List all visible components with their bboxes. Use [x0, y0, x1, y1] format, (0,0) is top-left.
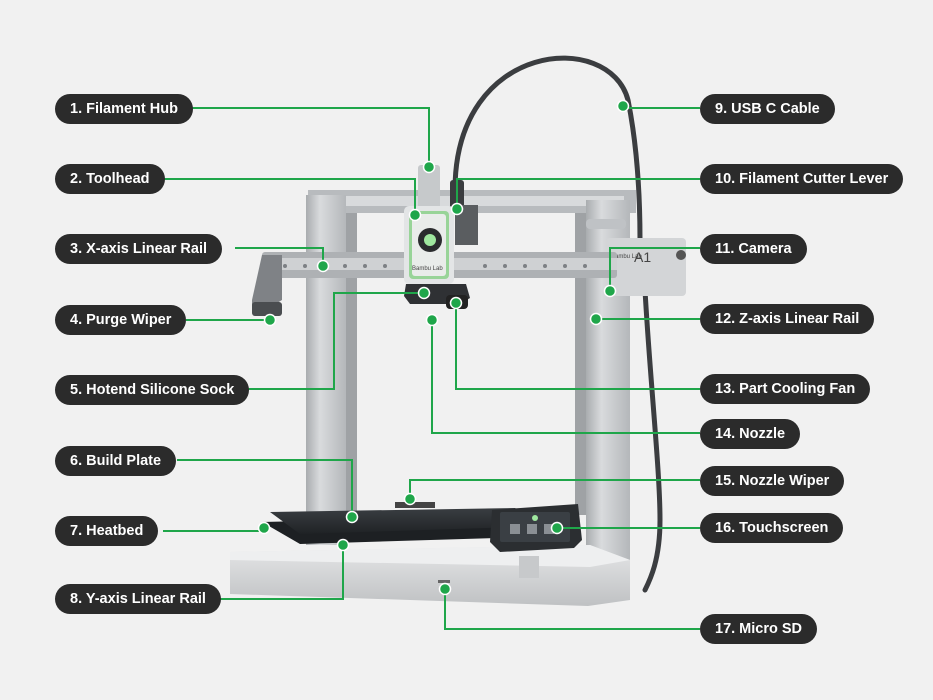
callout-toolhead: 2. Toolhead	[55, 164, 165, 194]
usb-c-cable-shape	[452, 55, 663, 593]
callout-nozzle-wiper: 15. Nozzle Wiper	[700, 466, 845, 496]
callout-part-cooling-fan: 13. Part Cooling Fan	[700, 374, 871, 404]
callout-touchscreen: 16. Touchscreen	[700, 513, 844, 543]
camera-brand-mark: Bambu Lab	[611, 254, 642, 260]
callout-dots	[257, 99, 630, 596]
callout-hotend-silicone-sock: 5. Hotend Silicone Sock	[55, 375, 250, 405]
filament-hub	[418, 165, 440, 210]
callout-camera: 11. Camera	[700, 234, 807, 264]
callout-z-axis-linear-rail: 12. Z-axis Linear Rail	[700, 304, 875, 334]
callout-nozzle: 14. Nozzle	[700, 419, 801, 449]
callout-micro-sd: 17. Micro SD	[700, 614, 818, 644]
callout-build-plate: 6. Build Plate	[55, 446, 177, 476]
printer-illustration: A1 Bambu Lab Bambu Lab	[230, 55, 686, 606]
callout-filament-cutter-lever: 10. Filament Cutter Lever	[700, 164, 904, 194]
camera-housing	[606, 238, 686, 296]
callout-x-axis-linear-rail: 3. X-axis Linear Rail	[55, 234, 223, 264]
callout-y-axis-linear-rail: 8. Y-axis Linear Rail	[55, 584, 221, 614]
callout-usb-c-cable: 9. USB C Cable	[700, 94, 835, 124]
build-plate-shape	[270, 508, 548, 534]
callout-filament-hub: 1. Filament Hub	[55, 94, 193, 124]
leader-lines	[156, 107, 700, 630]
callout-purge-wiper: 4. Purge Wiper	[55, 305, 187, 335]
toolhead-brand-mark: Bambu Lab	[412, 266, 443, 272]
callout-heatbed: 7. Heatbed	[55, 516, 159, 546]
model-mark: A1	[634, 249, 651, 265]
